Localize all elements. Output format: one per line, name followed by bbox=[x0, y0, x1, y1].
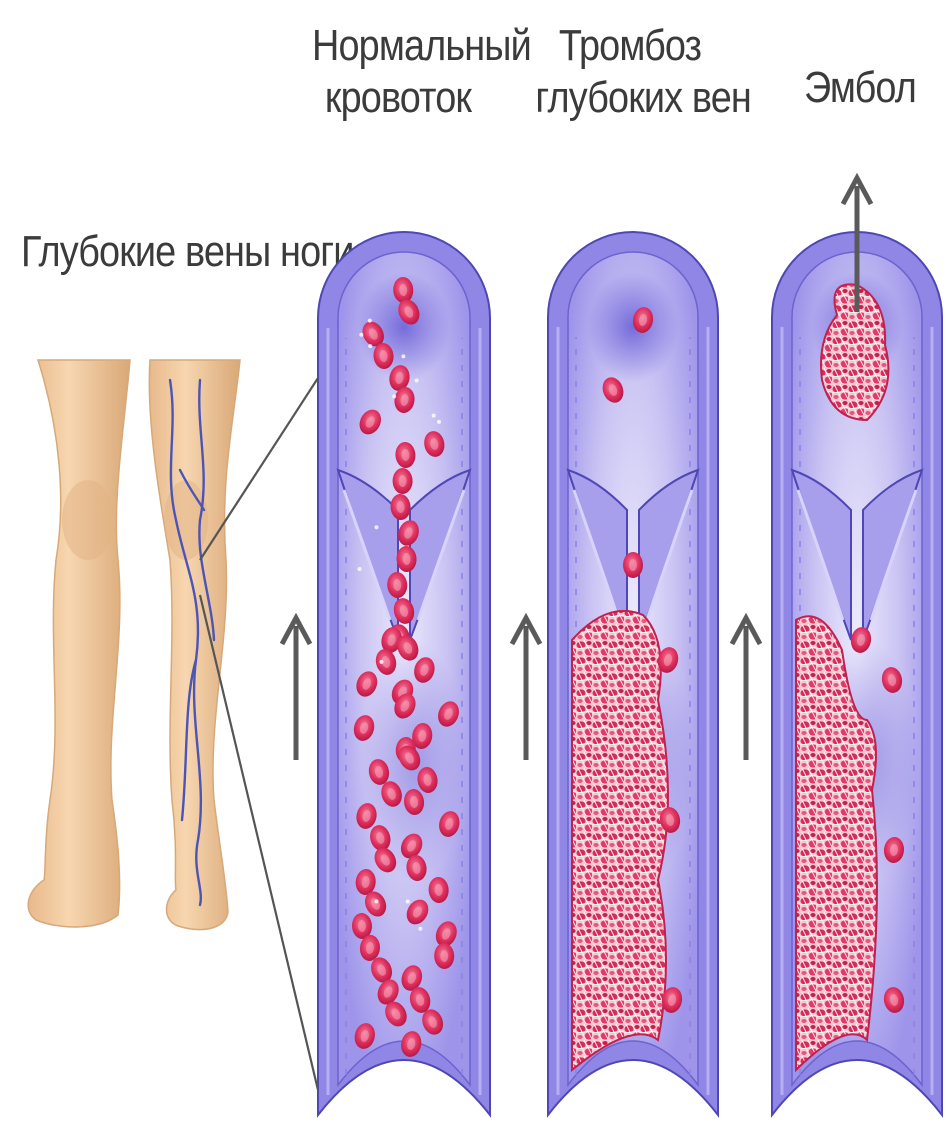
red-blood-cell-center bbox=[399, 475, 407, 487]
platelet bbox=[437, 420, 441, 424]
platelet bbox=[358, 567, 362, 571]
platelet bbox=[359, 333, 363, 337]
platelet bbox=[380, 660, 384, 664]
platelet bbox=[418, 927, 422, 931]
red-blood-cell-center bbox=[629, 559, 637, 571]
platelet bbox=[368, 319, 372, 323]
thrombus bbox=[572, 611, 668, 1070]
platelet bbox=[392, 394, 396, 398]
embolus-vessel bbox=[772, 232, 942, 1115]
platelet bbox=[374, 525, 378, 529]
platelet bbox=[432, 414, 436, 418]
platelet bbox=[406, 900, 410, 904]
platelet bbox=[401, 354, 405, 358]
vessels-group bbox=[318, 232, 942, 1115]
dvt-vessel bbox=[548, 232, 718, 1115]
left-knee-shadow bbox=[62, 480, 114, 560]
platelet bbox=[374, 899, 378, 903]
lumen-shadow bbox=[588, 272, 679, 382]
platelet bbox=[368, 344, 372, 348]
platelet bbox=[415, 378, 419, 382]
normal-flow-vessel bbox=[318, 232, 490, 1115]
right-leg bbox=[149, 360, 240, 930]
left-leg bbox=[28, 360, 130, 927]
leg-illustration bbox=[28, 360, 318, 1090]
